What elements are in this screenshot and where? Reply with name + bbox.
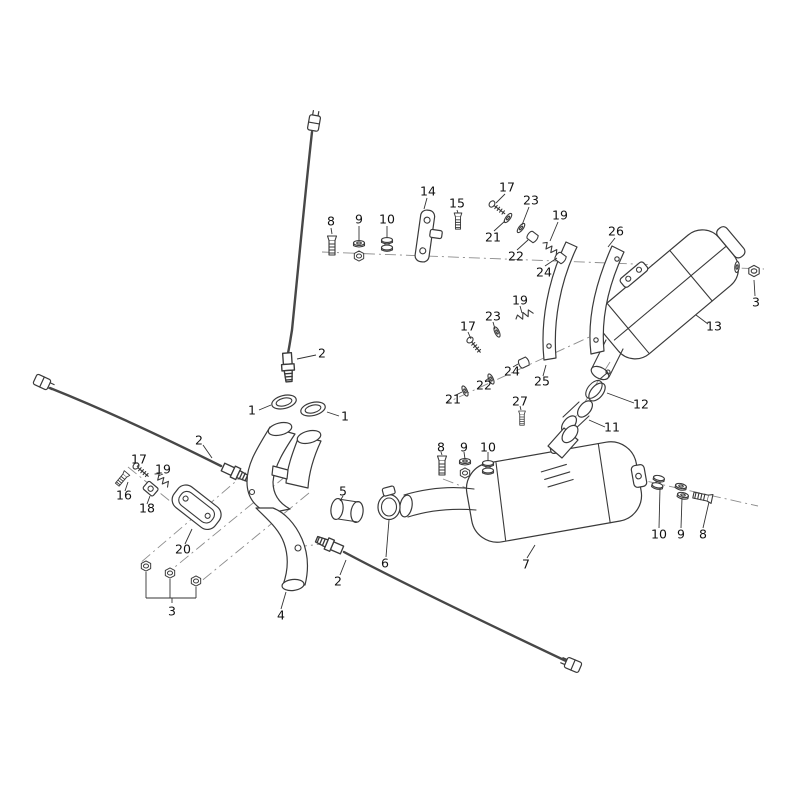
part-label-10: 10 — [379, 212, 395, 227]
washer-9 — [458, 458, 472, 466]
mid-pipe — [399, 424, 648, 543]
part-label-2: 2 — [195, 433, 203, 448]
screw-17 — [465, 335, 484, 355]
part-label-3: 3 — [168, 604, 176, 619]
part-label-2: 2 — [334, 574, 342, 589]
part-label-8: 8 — [699, 527, 707, 542]
gasket-ring-left — [271, 394, 297, 410]
part-label-16: 16 — [116, 488, 132, 503]
nut-9 — [459, 467, 471, 479]
bolt-8 — [326, 235, 338, 256]
washer — [733, 260, 741, 274]
nut-3 — [164, 567, 176, 579]
part-label-6: 6 — [381, 556, 389, 571]
leader-lines — [124, 193, 756, 610]
washer-23 — [515, 221, 527, 235]
part-label-10: 10 — [480, 440, 496, 455]
sleeve-5 — [330, 497, 364, 524]
washer-23 — [492, 325, 502, 339]
part-label-13: 13 — [706, 319, 722, 334]
part-label-23: 23 — [485, 309, 501, 324]
part-label-22: 22 — [476, 378, 492, 393]
part-label-26: 26 — [608, 224, 624, 239]
collar-22 — [525, 229, 540, 244]
part-label-7: 7 — [522, 557, 530, 572]
part-label-19: 19 — [512, 293, 528, 308]
part-label-10: 10 — [651, 527, 667, 542]
part-label-18: 18 — [139, 501, 155, 516]
gasket-ring-right — [300, 401, 326, 417]
heat-shield-26 — [589, 245, 625, 355]
part-label-8: 8 — [327, 214, 335, 229]
sensor-connector — [559, 654, 583, 674]
part-label-21: 21 — [485, 230, 501, 245]
part-label-17: 17 — [131, 452, 147, 467]
nut-9 — [353, 250, 365, 262]
nut-3 — [190, 575, 202, 587]
sensor-connector — [306, 109, 323, 133]
bolt-8 — [436, 455, 448, 476]
part-label-24: 24 — [536, 265, 552, 280]
part-label-1: 1 — [341, 409, 349, 424]
oxygen-sensor-left — [32, 373, 252, 485]
washer-9 — [676, 490, 690, 501]
bolt-15 — [453, 212, 463, 230]
clamp-6 — [377, 485, 401, 521]
part-label-15: 15 — [449, 196, 465, 211]
oxygen-sensor-lower — [313, 533, 583, 674]
header-pipes — [246, 421, 322, 592]
part-label-11: 11 — [604, 420, 620, 435]
part-label-8: 8 — [437, 440, 445, 455]
fastener-set-upper-left — [326, 235, 394, 262]
part-label-12: 12 — [633, 397, 649, 412]
part-label-25: 25 — [534, 374, 550, 389]
bolt-8 — [691, 490, 714, 504]
washer-9 — [352, 240, 366, 248]
part-label-3: 3 — [752, 295, 760, 310]
washer-9 — [674, 481, 688, 492]
washer-21 — [460, 384, 470, 398]
nut-3 — [140, 560, 152, 572]
part-label-2: 2 — [318, 346, 326, 361]
part-label-4: 4 — [277, 608, 285, 623]
part-label-9: 9 — [460, 440, 468, 455]
grommet-10 — [380, 237, 394, 252]
clamp-18 — [142, 480, 159, 497]
part-label-17: 17 — [499, 180, 515, 195]
nut-3 — [748, 264, 760, 278]
nut-set-3 — [140, 560, 202, 587]
fastener-set-left — [114, 461, 172, 497]
part-label-1: 1 — [248, 403, 256, 418]
part-label-17: 17 — [460, 319, 476, 334]
part-label-20: 20 — [175, 542, 191, 557]
bracket-14 — [414, 209, 443, 263]
part-label-9: 9 — [677, 527, 685, 542]
part-label-19: 19 — [552, 208, 568, 223]
part-label-22: 22 — [508, 249, 524, 264]
part-label-24: 24 — [504, 364, 520, 379]
bolt-27 — [518, 410, 526, 426]
heat-shield-25 — [542, 241, 578, 361]
part-label-9: 9 — [355, 212, 363, 227]
sensor-probe — [280, 351, 296, 383]
part-label-23: 23 — [523, 193, 539, 208]
clamp-12 — [585, 369, 611, 402]
part-label-19: 19 — [155, 462, 171, 477]
muffler — [590, 226, 746, 381]
part-label-27: 27 — [512, 394, 528, 409]
spring-19 — [514, 308, 535, 323]
heat-guard-20 — [171, 484, 222, 531]
grommet-10 — [650, 473, 666, 491]
oxygen-sensor-upper — [280, 109, 323, 383]
part-label-21: 21 — [445, 392, 461, 407]
part-label-14: 14 — [420, 184, 436, 199]
part-label-5: 5 — [339, 484, 347, 499]
